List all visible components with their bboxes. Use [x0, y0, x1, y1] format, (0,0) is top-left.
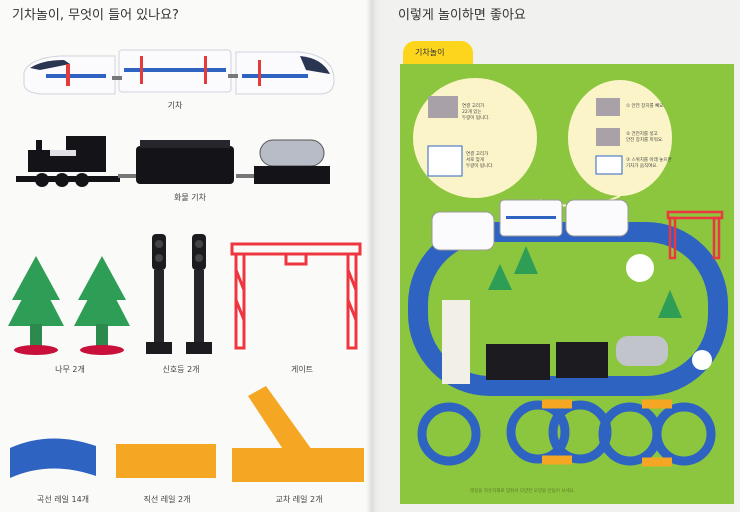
label-cross-rail: 교차 레일 2개 [275, 495, 323, 504]
label-tree: 나무 2개 [55, 365, 85, 374]
instruction-left-top: 연결 고리가 22개 있는 두량이 됩니다. [462, 104, 490, 121]
freight-on-track [486, 336, 668, 380]
label-gate: 게이트 [290, 365, 314, 374]
straight-rail-image [116, 444, 216, 478]
zebra-character [442, 300, 470, 384]
cross-rail-image [232, 386, 364, 482]
play-guide-title: 이렇게 놀이하면 좋아요 [398, 8, 526, 23]
bullet-train-image [23, 49, 335, 95]
board-trees [488, 246, 682, 318]
play-tab-label: 기차놀이 [415, 48, 445, 57]
gate-image [230, 242, 362, 350]
instruction-right-2: ② 건전지를 넣고 안전 장치를 끼워요. [626, 132, 664, 143]
train-on-track [431, 199, 629, 251]
contents-illustration [8, 49, 364, 482]
instruction-right-3: ③ 스위치를 아래 놓으면 기차가 움직여요. [626, 158, 672, 169]
label-signal: 신호등 2개 [162, 365, 200, 374]
label-straight-rail: 직선 레일 2개 [143, 495, 191, 504]
instruction-right-1: ① 안전 장치를 빼요. [626, 104, 665, 109]
play-tab: 기차놀이 [403, 41, 473, 65]
bird-character [692, 350, 712, 370]
contents-title: 기차놀이, 무엇이 들어 있나요? [12, 8, 179, 23]
board-footer-text: 레일을 자유자재로 맞춰서 다양한 모양을 만들어 보세요. [470, 489, 576, 494]
curve-rail-image [10, 438, 96, 478]
layout-examples [417, 399, 716, 467]
freight-train-image [16, 136, 330, 187]
label-train: 기차 [167, 101, 183, 110]
signal-images [146, 234, 212, 354]
label-freight-train: 화물 기차 [174, 193, 206, 202]
board-gate [666, 210, 724, 260]
page-fold [366, 0, 380, 512]
label-curve-rail: 곡선 레일 14개 [36, 495, 90, 504]
tree-images [8, 256, 130, 355]
rabbit-character [626, 254, 654, 282]
instruction-left-bottom: 연결 고리가 서로 맞게 두량이 됩니다. [466, 152, 494, 169]
